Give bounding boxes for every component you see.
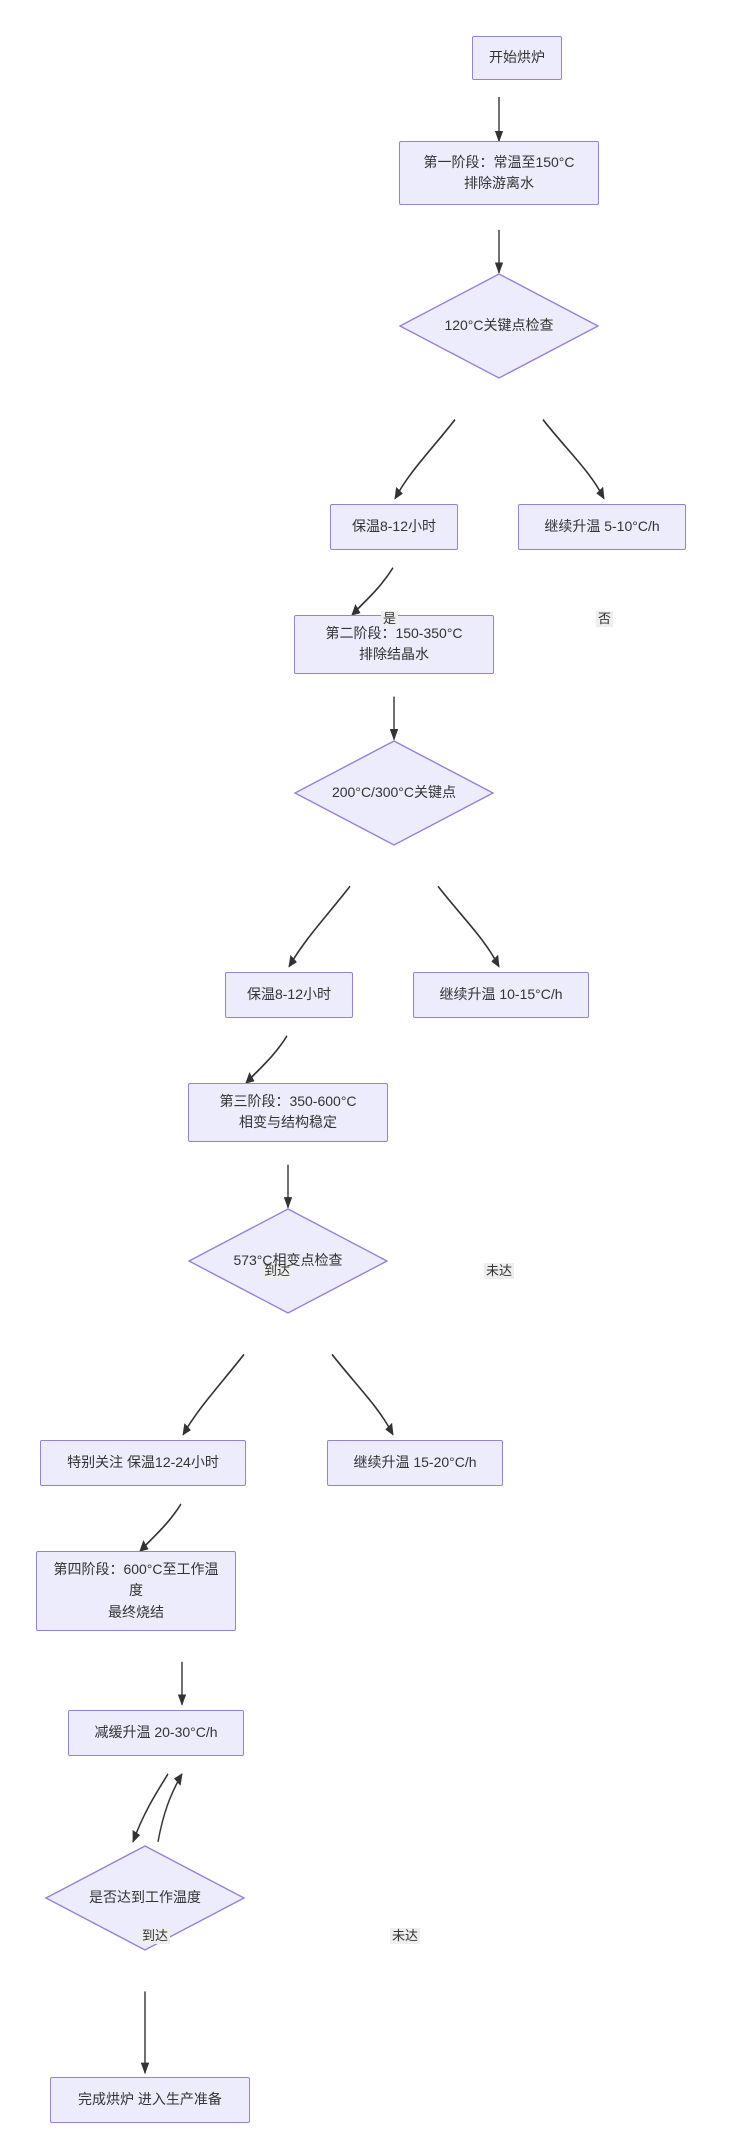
edge-label-check120-yes: 是	[381, 610, 399, 627]
node-stage4[interactable]: 第四阶段：600°C至工作温 度 最终烧结	[36, 1551, 236, 1632]
node-ramp2[interactable]: 继续升温 10-15°C/h	[413, 972, 589, 1019]
node-check573[interactable]: 573°C相变点检查	[188, 1207, 388, 1314]
node-label: 开始烘炉	[489, 49, 545, 66]
diamond-shape	[294, 739, 494, 846]
node-label: 继续升温 15-20°C/h	[353, 1454, 477, 1471]
edge-label-check200-no: 未达	[484, 1262, 515, 1280]
node-label: 是否达到工作温度	[89, 1889, 201, 1906]
node-label: 第一阶段：常温至150°C 排除游离水	[423, 153, 575, 192]
node-label: 第四阶段：600°C至工作温 度 最终烧结	[53, 1560, 219, 1620]
node-stage3[interactable]: 第三阶段：350-600°C 相变与结构稳定	[188, 1082, 388, 1142]
diamond-shape	[45, 1844, 245, 1951]
edge-label-check120-no: 否	[596, 610, 614, 627]
node-label: 保温8-12小时	[246, 986, 332, 1003]
diamond-shape	[399, 273, 599, 379]
node-check120[interactable]: 120°C关键点检查	[399, 273, 599, 379]
node-label: 200°C/300°C关键点	[331, 784, 457, 801]
node-label: 继续升温 10-15°C/h	[439, 986, 563, 1003]
diamond-shape	[188, 1207, 388, 1314]
node-label: 第二阶段：150-350°C 排除结晶水	[325, 624, 463, 663]
node-label: 573°C相变点检查	[233, 1252, 343, 1269]
node-label: 减缓升温 20-30°C/h	[94, 1724, 218, 1741]
node-hold1[interactable]: 保温8-12小时	[330, 504, 458, 551]
edge-label-check200-yes: 到达	[262, 1262, 293, 1280]
node-stage1[interactable]: 第一阶段：常温至150°C 排除游离水	[399, 141, 599, 206]
node-label: 120°C关键点检查	[444, 317, 554, 334]
node-hold2[interactable]: 保温8-12小时	[225, 972, 353, 1019]
edge-label-check573-no: 未达	[390, 1927, 421, 1944]
node-label: 第三阶段：350-600°C 相变与结构稳定	[219, 1092, 357, 1131]
node-label: 保温8-12小时	[351, 518, 437, 535]
node-checkwork[interactable]: 是否达到工作温度	[45, 1844, 245, 1951]
node-finish[interactable]: 完成烘炉 进入生产准备	[50, 2077, 250, 2124]
node-label: 完成烘炉 进入生产准备	[78, 2091, 222, 2108]
node-label: 继续升温 5-10°C/h	[544, 518, 660, 535]
node-check200[interactable]: 200°C/300°C关键点	[294, 739, 494, 846]
node-label: 特别关注 保温12-24小时	[67, 1454, 219, 1471]
node-slowramp[interactable]: 减缓升温 20-30°C/h	[68, 1710, 244, 1757]
node-ramp1[interactable]: 继续升温 5-10°C/h	[518, 504, 686, 551]
edge-label-check573-yes: 到达	[140, 1927, 171, 1944]
node-ramp3[interactable]: 继续升温 15-20°C/h	[327, 1440, 503, 1487]
node-start[interactable]: 开始烘炉	[472, 36, 562, 80]
node-hold3[interactable]: 特别关注 保温12-24小时	[40, 1440, 246, 1487]
